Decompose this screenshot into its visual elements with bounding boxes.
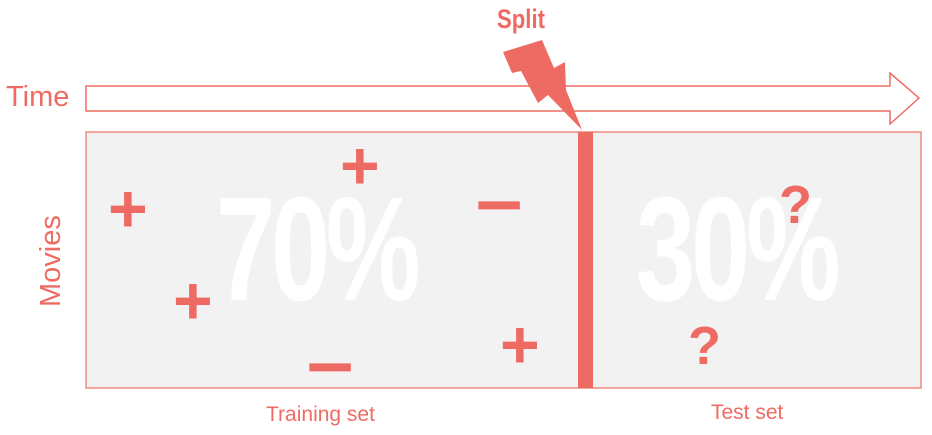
split-label: Split: [497, 4, 545, 34]
lightning-bolt-icon: [503, 40, 582, 130]
training-set-label: Training set: [266, 403, 375, 426]
training-mark: +: [500, 307, 540, 383]
training-mark: -: [472, 162, 527, 238]
training-percent: 70%: [216, 167, 421, 332]
test-mark: ?: [688, 316, 721, 376]
movies-label: Movies: [35, 215, 67, 307]
training-mark: +: [173, 263, 213, 339]
test-set-label: Test set: [711, 401, 784, 424]
training-mark: -: [303, 324, 358, 400]
training-mark: +: [108, 171, 148, 247]
training-mark: +: [340, 128, 380, 204]
time-label: Time: [6, 81, 70, 113]
test-mark: ?: [779, 175, 812, 235]
data-panel: [85, 131, 922, 389]
time-arrow: [85, 71, 921, 126]
split-bar: [578, 132, 593, 388]
test-percent: 30%: [636, 167, 841, 332]
